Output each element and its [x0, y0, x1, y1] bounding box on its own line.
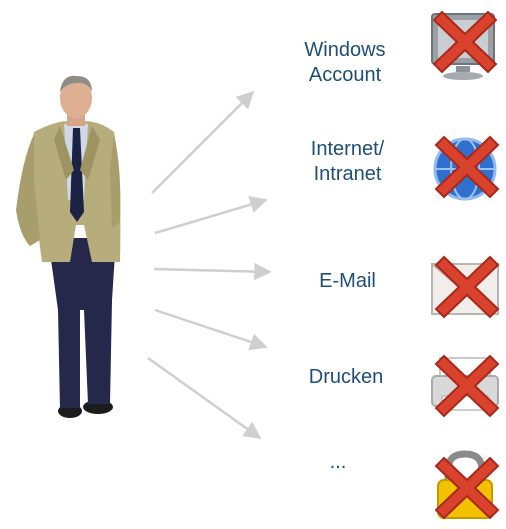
- red-x-icon: [434, 255, 500, 319]
- label-windows-account: Windows Account: [285, 38, 405, 88]
- label-line: ...: [329, 451, 347, 473]
- arrows: [147, 90, 272, 440]
- arrow-to-windows-account: [151, 90, 255, 194]
- businessman-figure: [16, 75, 121, 418]
- label-line: E-Mail: [319, 270, 376, 292]
- label-line: Account: [308, 64, 382, 86]
- label-drucken: Drucken: [296, 365, 396, 390]
- red-x-icon: [434, 354, 500, 418]
- label-line: Windows: [304, 39, 386, 61]
- arrow-to-email: [153, 262, 272, 281]
- label-internet-intranet: Internet/ Intranet: [290, 137, 405, 187]
- label-line: Drucken: [308, 366, 384, 388]
- label-line: Intranet: [313, 163, 382, 185]
- red-x-icon: [432, 10, 498, 74]
- red-x-icons: [432, 10, 500, 520]
- label-email: E-Mail: [300, 269, 395, 294]
- red-x-icon: [434, 135, 500, 199]
- arrow-to-drucken: [154, 308, 268, 351]
- arrow-to-internet: [154, 196, 268, 235]
- red-x-icon: [434, 456, 500, 520]
- arrow-to-more: [147, 356, 262, 440]
- label-more: ...: [318, 450, 358, 475]
- label-line: Internet/: [310, 138, 385, 160]
